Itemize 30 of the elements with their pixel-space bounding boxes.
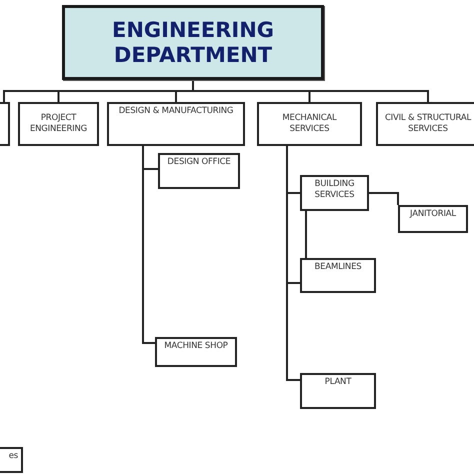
unit-name: MACHINE SHOP	[164, 341, 228, 352]
unit-name: es	[8, 451, 18, 462]
section-box	[300, 373, 376, 409]
section-box	[155, 337, 237, 367]
division-box	[0, 102, 10, 146]
connector-line	[192, 80, 429, 102]
division-box	[257, 102, 362, 146]
unit-name: BUILDING SERVICES	[314, 179, 356, 202]
division-box	[376, 102, 474, 146]
unit-name: JANITORIAL	[410, 209, 456, 220]
section-box	[300, 258, 376, 293]
division-box	[107, 102, 245, 146]
section-box	[398, 205, 468, 233]
unit-name: MECHANICAL SERVICES	[281, 112, 338, 136]
unit-name: DESIGN & MANUFACTURING	[118, 106, 234, 118]
unit-name: CIVIL & STRUCTURAL SERVICES	[384, 112, 472, 136]
connector-line	[305, 211, 307, 258]
section-box	[300, 175, 369, 211]
connector-line	[286, 146, 300, 381]
department-title: ENGINEERING DEPARTMENT	[110, 18, 276, 67]
unit-name: BEAMLINES	[314, 262, 362, 274]
section-box	[0, 447, 23, 473]
department-box	[62, 5, 324, 80]
division-box	[18, 102, 99, 146]
unit-name: PLANT	[324, 377, 352, 388]
unit-name: PROJECT ENGINEERING	[28, 112, 88, 136]
connector-line	[142, 146, 155, 344]
connector-line	[369, 192, 399, 205]
section-box	[158, 153, 240, 189]
unit-name: DESIGN OFFICE	[167, 157, 231, 168]
